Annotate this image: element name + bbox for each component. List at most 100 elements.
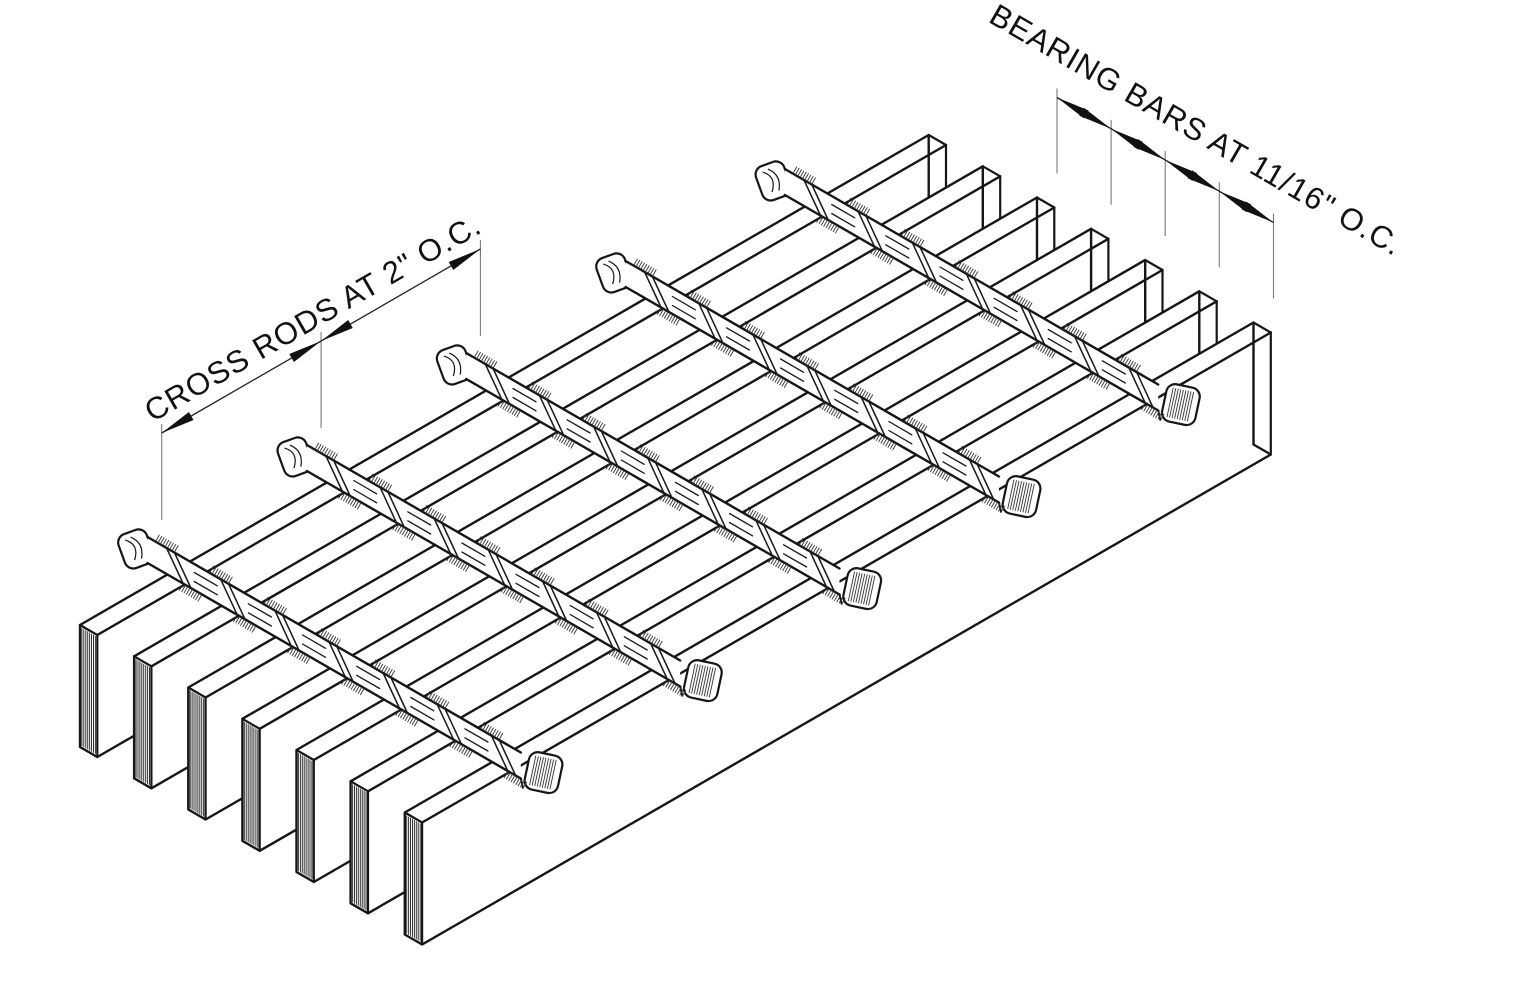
- twist-facet-line: [725, 336, 751, 351]
- cross-rod-end-cap: [1160, 383, 1201, 427]
- dimension-arrow: [321, 320, 353, 341]
- twist-hatch: [354, 500, 360, 509]
- twist-hatch: [530, 383, 536, 391]
- bearing-bars-group: [78, 133, 1273, 946]
- twist-hatch: [730, 533, 736, 542]
- twist-hatch: [856, 387, 862, 395]
- twist-hatch: [216, 569, 222, 578]
- twist-hatch: [814, 547, 820, 555]
- twist-hatch: [706, 484, 712, 493]
- end-face-hatch: [863, 574, 871, 605]
- twist-hatch: [915, 421, 921, 429]
- twist-hatch: [822, 586, 828, 595]
- twist-hatch: [476, 351, 481, 360]
- twist-hatch: [889, 257, 894, 265]
- end-face-hatch: [1012, 480, 1020, 511]
- twist-hatch: [699, 296, 704, 304]
- twist-hatch: [882, 253, 887, 261]
- twist-hatch: [1020, 298, 1026, 306]
- twist-hatch: [1121, 356, 1127, 365]
- twist-hatch: [823, 219, 828, 227]
- twist-hatch: [668, 314, 674, 322]
- twist-hatch: [927, 463, 933, 472]
- twist-hatch: [605, 461, 611, 470]
- twist-hatch: [1091, 374, 1097, 382]
- twist-hatch: [720, 344, 726, 352]
- twist-hatch: [774, 375, 780, 383]
- twist-facet-line: [671, 304, 696, 320]
- twist-edge: [976, 463, 995, 501]
- edge-line: [133, 655, 153, 668]
- twist-hatch: [769, 372, 775, 380]
- twist-hatch: [863, 207, 868, 215]
- twist-edge: [595, 611, 614, 649]
- edge-line: [1198, 290, 1218, 303]
- twist-hatch: [704, 483, 710, 491]
- twist-hatch: [561, 620, 567, 628]
- edge-line: [241, 717, 261, 730]
- twist-hatch: [411, 717, 417, 726]
- twist-hatch: [633, 258, 638, 266]
- twist-hatch: [173, 545, 179, 553]
- twist-hatch: [732, 535, 738, 543]
- twist-hatch: [159, 537, 165, 545]
- twist-edge: [919, 246, 938, 284]
- twist-hatch: [643, 632, 649, 641]
- bearing-bars-dimension: [1056, 88, 1275, 299]
- twist-hatch: [596, 421, 601, 429]
- twist-hatch: [535, 385, 540, 394]
- twist-edge: [549, 584, 568, 622]
- twist-line: [125, 539, 137, 561]
- twist-hatch: [352, 499, 357, 507]
- twist-hatch: [983, 311, 989, 320]
- twist-hatch: [1157, 412, 1163, 420]
- twist-edge: [701, 488, 720, 526]
- twist-hatch: [644, 265, 650, 273]
- twist-hatch: [321, 446, 327, 454]
- twist-hatch: [566, 623, 572, 631]
- twist-edge: [492, 367, 511, 405]
- twist-hatch: [251, 625, 257, 633]
- twist-hatch: [784, 565, 790, 573]
- dimension-arrow: [1111, 128, 1143, 150]
- twist-edge: [336, 645, 354, 683]
- twist-hatch: [824, 588, 830, 596]
- twist-hatch: [348, 681, 353, 689]
- twist-hatch: [875, 249, 880, 257]
- twist-facet-line: [728, 521, 754, 537]
- twist-hatch: [331, 636, 337, 644]
- twist-hatch: [323, 447, 329, 456]
- end-face-hatch: [706, 667, 714, 697]
- twist-facet-line: [620, 459, 645, 474]
- twist-hatch: [612, 465, 618, 474]
- twist-hatch: [611, 648, 616, 657]
- twist-hatch: [797, 353, 803, 361]
- edge-line: [1144, 258, 1164, 272]
- twist-facet-line: [356, 665, 381, 681]
- twist-hatch: [816, 215, 821, 223]
- twist-hatch: [496, 731, 501, 739]
- twist-edge: [755, 519, 774, 557]
- twist-hatch: [760, 331, 765, 340]
- twist-line: [448, 352, 462, 375]
- twist-facet-line: [831, 203, 856, 219]
- twist-hatch: [502, 586, 508, 594]
- twist-edge: [914, 427, 933, 465]
- twist-hatch: [828, 406, 834, 414]
- twist-hatch: [849, 199, 854, 207]
- twist-hatch: [807, 543, 813, 551]
- twist-hatch: [385, 483, 390, 491]
- twist-hatch: [265, 598, 271, 606]
- twist-hatch: [998, 504, 1003, 512]
- twist-hatch: [858, 204, 864, 212]
- dimension-arrow: [1219, 191, 1252, 213]
- twist-facet-line: [1047, 337, 1072, 353]
- twist-facet-line: [831, 212, 856, 228]
- twist-hatch: [1067, 325, 1073, 333]
- twist-edge: [274, 609, 293, 647]
- twist-hatch: [547, 576, 553, 585]
- twist-hatch: [709, 486, 714, 494]
- twist-facet-line: [620, 450, 645, 465]
- twist-edge: [173, 551, 192, 589]
- twist-hatch: [810, 544, 816, 553]
